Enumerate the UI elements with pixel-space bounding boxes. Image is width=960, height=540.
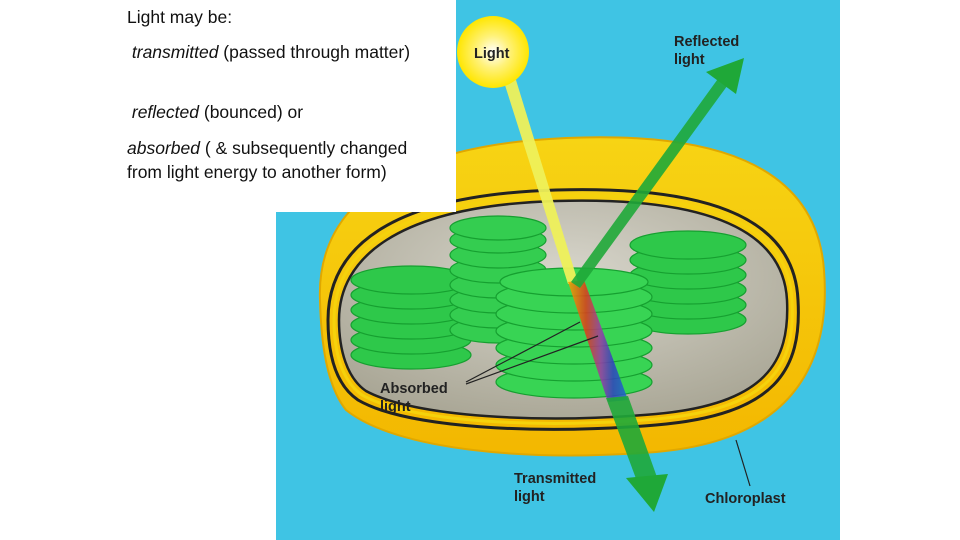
desc-reflected: (bounced) or [199, 102, 303, 122]
intro-text: Light may be: [127, 5, 447, 29]
transmitted-label-line2: light [514, 489, 545, 505]
term-transmitted: transmitted [132, 42, 219, 62]
item-reflected: reflected (bounced) or [127, 100, 447, 124]
transmitted-label-line1: Transmitted [514, 471, 596, 487]
desc-transmitted: (passed through matter) [218, 42, 410, 62]
absorbed-label-line1: Absorbed [380, 381, 448, 397]
sun-label: Light [474, 46, 510, 62]
item-absorbed: absorbed ( & subsequently changed from l… [127, 136, 447, 184]
absorbed-label-line2: light [380, 399, 411, 415]
reflected-label-line2: light [674, 52, 705, 68]
text-box: Light may be: transmitted (passed throug… [112, 0, 456, 212]
item-transmitted: transmitted (passed through matter) [127, 40, 447, 64]
chloroplast-label: Chloroplast [705, 491, 786, 507]
reflected-label-line1: Reflected [674, 34, 739, 50]
term-reflected: reflected [132, 102, 199, 122]
term-absorbed: absorbed [127, 138, 200, 158]
